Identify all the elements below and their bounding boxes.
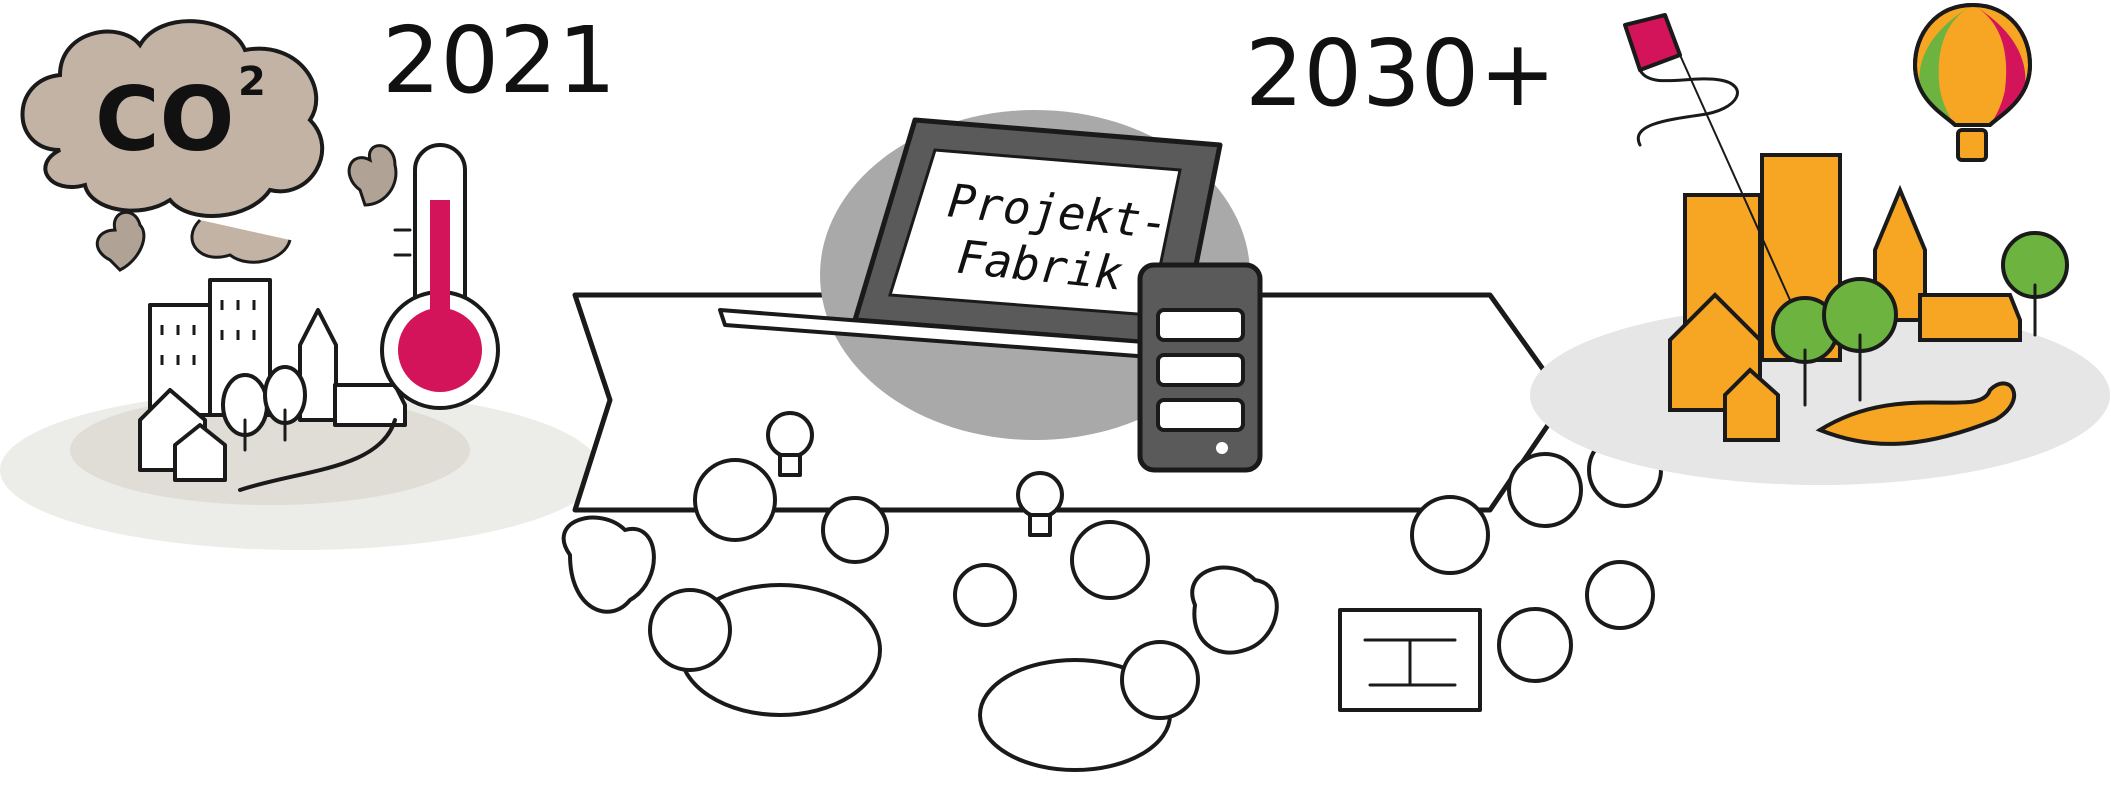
project-factory-scene: Projekt- Fabrik [718, 110, 1263, 473]
person-head [953, 563, 1017, 627]
kite-icon [1623, 13, 1791, 301]
building-windows [160, 300, 256, 365]
person-head [1120, 640, 1200, 720]
road-right [1815, 381, 2017, 446]
hot-air-balloon-icon [1912, 2, 2033, 162]
person-head [1410, 495, 1490, 575]
smokestack-icon-2 [347, 144, 398, 207]
thought-bubble [1190, 565, 1279, 655]
person-head [648, 588, 732, 672]
person-head [1070, 520, 1150, 600]
polluted-town-scene: CO 2 2021 [0, 7, 616, 550]
thermometer-icon [380, 143, 500, 410]
thought-bubble [561, 515, 656, 614]
start-year: 2021 [382, 7, 616, 114]
sustainable-town-scene: 2030+ [1245, 2, 2110, 485]
tree [263, 365, 307, 442]
laptop-icon: Projekt- Fabrik [718, 117, 1223, 362]
road-left [238, 418, 397, 492]
planning-board [1338, 608, 1482, 712]
person-head [821, 496, 889, 564]
house [1723, 367, 1780, 442]
house [173, 423, 227, 482]
co2-superscript: 2 [238, 59, 266, 105]
lightbulb-icon [1016, 471, 1064, 537]
target-year: 2030+ [1245, 20, 1556, 127]
person-head [693, 458, 777, 542]
brainstorm-group-center [953, 471, 1279, 772]
lightbulb-icon [766, 411, 814, 477]
church-tower [298, 308, 338, 422]
tree [2001, 231, 2069, 337]
house [1918, 293, 2022, 342]
co2-label: CO [95, 68, 234, 171]
church-tower [1873, 184, 1927, 322]
person-head [1507, 452, 1583, 528]
co2-cloud-icon: CO 2 [20, 19, 325, 264]
person-head [1497, 607, 1573, 683]
smartphone-icon [1137, 262, 1263, 473]
brainstorm-group-left [561, 411, 889, 717]
smokestack-icon [96, 210, 146, 272]
planning-board-flow [1363, 638, 1457, 687]
person-head [1585, 560, 1655, 630]
tree [1822, 277, 1898, 402]
